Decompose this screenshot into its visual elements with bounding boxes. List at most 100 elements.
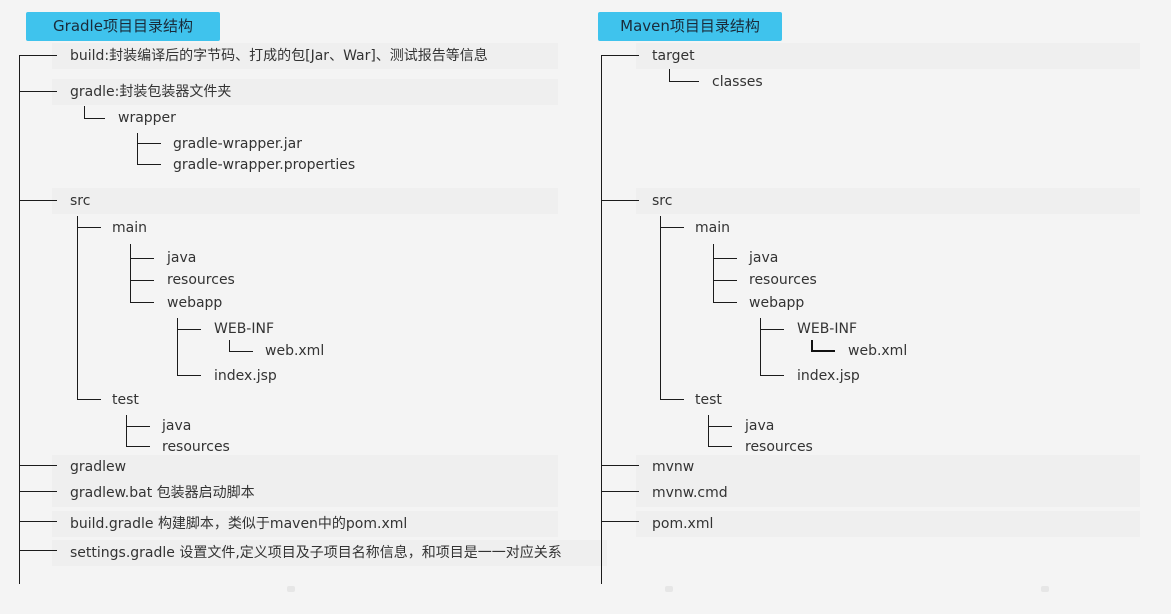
row-band [636,455,1140,481]
tree-line [77,227,101,228]
maven-node-classes: classes [712,74,763,90]
tree-line [137,164,161,165]
watermark-mark [665,586,673,592]
maven-node-test-resources: resources [745,439,813,455]
tree-line [713,280,737,281]
tree-line [177,318,178,376]
tree-line [19,55,20,584]
tree-line [660,227,684,228]
tree-line [708,426,732,427]
gradle-node-src: src [70,193,91,209]
maven-node-main-resources: resources [749,272,817,288]
maven-node-target: target [652,48,695,64]
tree-line [229,351,253,352]
tree-line [601,55,639,56]
tree-line [130,244,131,303]
gradle-node-wrapper-jar: gradle-wrapper.jar [173,136,302,152]
tree-line [601,521,639,522]
tree-line [708,415,709,447]
tree-line [669,69,670,82]
tree-line [19,465,57,466]
tree-line [126,426,150,427]
gradle-title-badge: Gradle项目目录结构 [26,12,220,41]
tree-line [84,106,85,119]
row-band [52,43,558,69]
gradle-node-webapp: webapp [167,295,223,311]
maven-node-main: main [695,220,730,236]
tree-line [77,216,78,400]
maven-node-test: test [695,392,722,408]
tree-line [713,258,737,259]
gradle-node-test-resources: resources [162,439,230,455]
tree-line [19,55,57,56]
tree-line [811,350,835,352]
tree-line [19,200,57,201]
maven-node-pom: pom.xml [652,516,714,532]
tree-line [660,216,661,400]
gradle-node-gradle-dir: gradle:封装包装器文件夹 [70,84,232,100]
row-band [52,540,607,566]
gradle-node-indexjsp: index.jsp [214,368,277,384]
tree-line [19,491,57,492]
gradle-node-webxml: web.xml [265,343,325,359]
gradle-node-main-java: java [167,250,197,266]
tree-line [177,329,201,330]
maven-node-indexjsp: index.jsp [797,368,860,384]
tree-line [130,280,154,281]
maven-node-main-java: java [749,250,779,266]
tree-line [601,491,639,492]
tree-line [601,465,639,466]
gradle-node-test: test [112,392,139,408]
gradle-node-wrapper-properties: gradle-wrapper.properties [173,157,356,173]
row-band [52,455,558,481]
maven-node-mvnw-cmd: mvnw.cmd [652,485,728,501]
watermark-mark [287,586,295,592]
maven-node-src: src [652,193,673,209]
maven-title-badge: Maven项目目录结构 [598,12,782,41]
gradle-node-gradlew-bat: gradlew.bat 包装器启动脚本 [70,485,255,501]
tree-line [811,340,813,352]
row-band [636,43,1140,69]
tree-line [601,200,639,201]
tree-line [19,91,57,92]
gradle-node-main-resources: resources [167,272,235,288]
row-band [636,188,1140,214]
row-band [52,481,558,507]
tree-line [708,446,732,447]
tree-line [130,302,154,303]
tree-line [177,375,201,376]
tree-line [137,143,161,144]
tree-line [126,446,150,447]
tree-line [84,118,105,119]
tree-line [713,302,737,303]
tree-line [660,399,684,400]
row-band [52,511,558,537]
gradle-node-main: main [112,220,147,236]
maven-node-webinf: WEB-INF [797,321,857,337]
row-band [52,79,558,105]
gradle-node-build-gradle: build.gradle 构建脚本，类似于maven中的pom.xml [70,516,408,532]
maven-node-webapp: webapp [749,295,805,311]
gradle-node-gradlew: gradlew [70,459,127,475]
gradle-node-settings-gradle: settings.gradle 设置文件,定义项目及子项目名称信息，和项目是一一… [70,545,562,561]
watermark-mark [1041,586,1049,592]
tree-line [760,375,784,376]
row-band [636,481,1140,507]
gradle-node-webinf: WEB-INF [214,321,274,337]
tree-line [19,521,57,522]
tree-line [19,550,57,551]
maven-node-test-java: java [745,418,775,434]
row-band [636,511,1140,537]
maven-node-webxml: web.xml [848,343,908,359]
tree-line [669,81,699,82]
gradle-node-wrapper: wrapper [118,110,176,126]
maven-node-mvnw: mvnw [652,459,695,475]
tree-line [713,244,714,303]
tree-line [126,415,127,447]
tree-line [760,329,784,330]
tree-line [77,399,101,400]
row-band [52,188,558,214]
tree-line [601,55,602,584]
tree-line [130,258,154,259]
